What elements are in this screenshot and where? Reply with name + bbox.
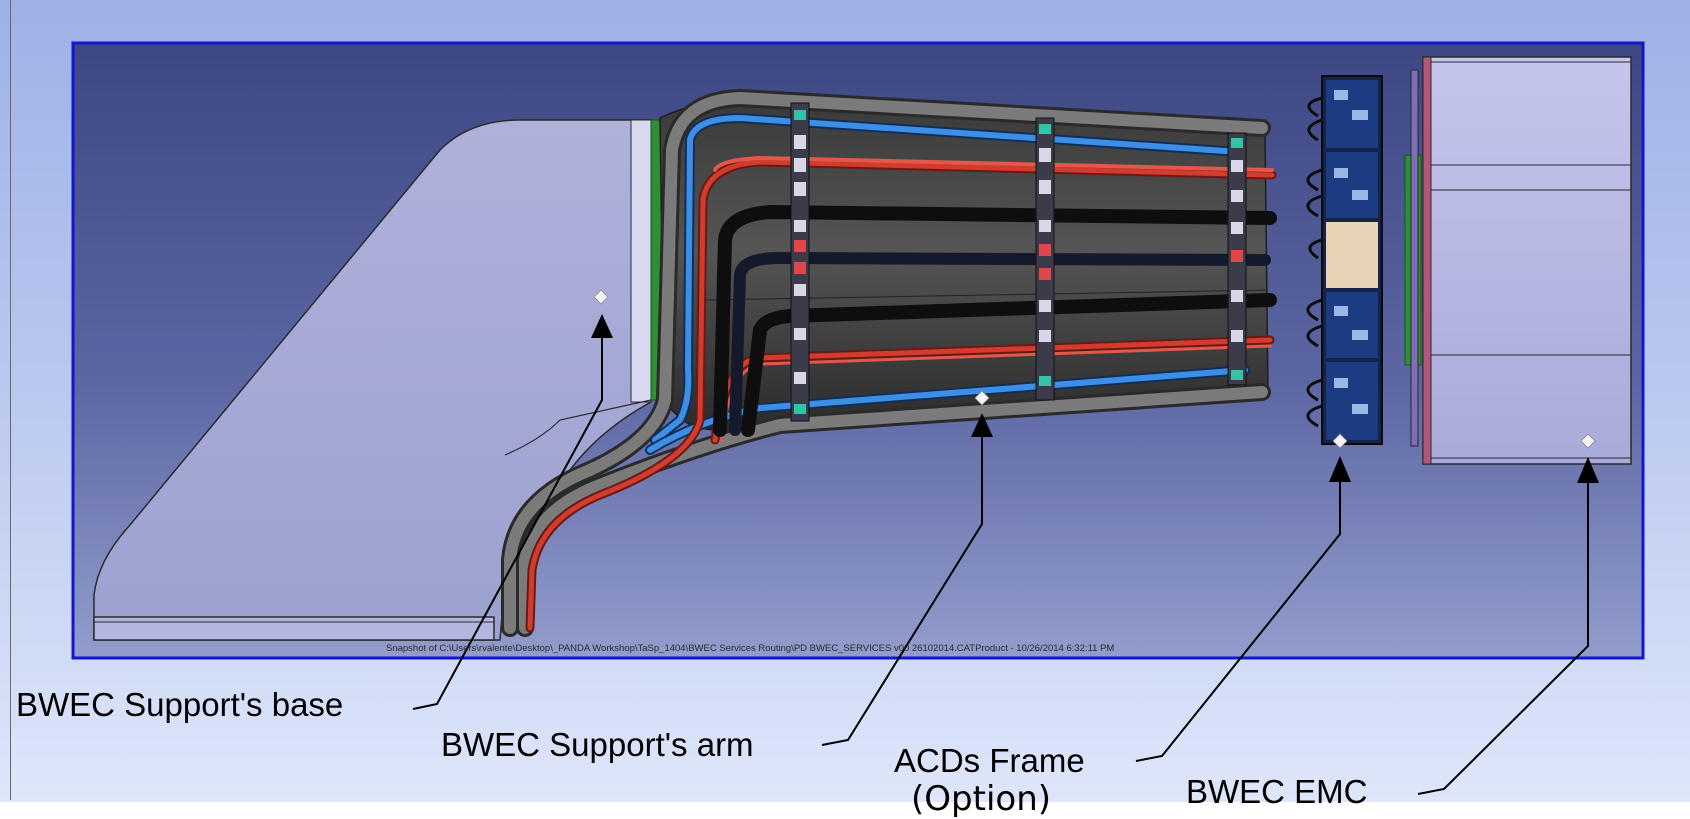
arrowhead-base <box>591 314 613 338</box>
leader-arm <box>821 437 983 746</box>
target-markers <box>593 289 1596 449</box>
leader-acds <box>1135 482 1341 762</box>
acds-frame <box>1306 75 1383 445</box>
marker-emc <box>1580 433 1596 449</box>
bottom-strip <box>0 802 1690 819</box>
cable-clamps <box>790 102 1247 422</box>
callout-leaders <box>412 335 1589 795</box>
arrowhead-emc <box>1577 457 1599 483</box>
label-bwec-emc: BWEC EMC <box>1186 773 1368 810</box>
clamp-column-1 <box>790 102 810 422</box>
cable-black-3 <box>741 293 1277 437</box>
bwec-emc <box>1422 56 1632 465</box>
cable-bundle <box>501 88 1277 637</box>
label-support-base: BWEC Support's base <box>16 686 344 723</box>
arrowhead-acds <box>1329 456 1351 482</box>
label-acds-frame: ACDs Frame <box>894 742 1085 779</box>
support-base-lower-rail <box>93 616 495 641</box>
marker-acds <box>1332 433 1348 449</box>
clamp-column-2 <box>1035 117 1055 401</box>
snapshot-caption: Snapshot of C:\Users\rvalente\Desktop\_P… <box>386 643 1114 654</box>
clamp-column-3 <box>1227 132 1247 386</box>
leader-emc <box>1417 483 1589 795</box>
support-base-rib <box>630 119 652 403</box>
cable-black-1 <box>713 204 1277 437</box>
label-acds-option: (Option) <box>911 779 1052 819</box>
leader-base <box>412 335 603 710</box>
marker-arm <box>974 390 990 406</box>
emc-connector-strip <box>1410 69 1419 447</box>
callout-arrowheads <box>591 314 1599 483</box>
marker-base <box>593 289 609 305</box>
label-support-arm: BWEC Support's arm <box>441 726 754 763</box>
cable-black-2 <box>729 251 1271 436</box>
slide-left-rule <box>10 0 11 800</box>
arrowhead-arm <box>971 413 993 437</box>
base-edge-curve <box>504 399 652 456</box>
